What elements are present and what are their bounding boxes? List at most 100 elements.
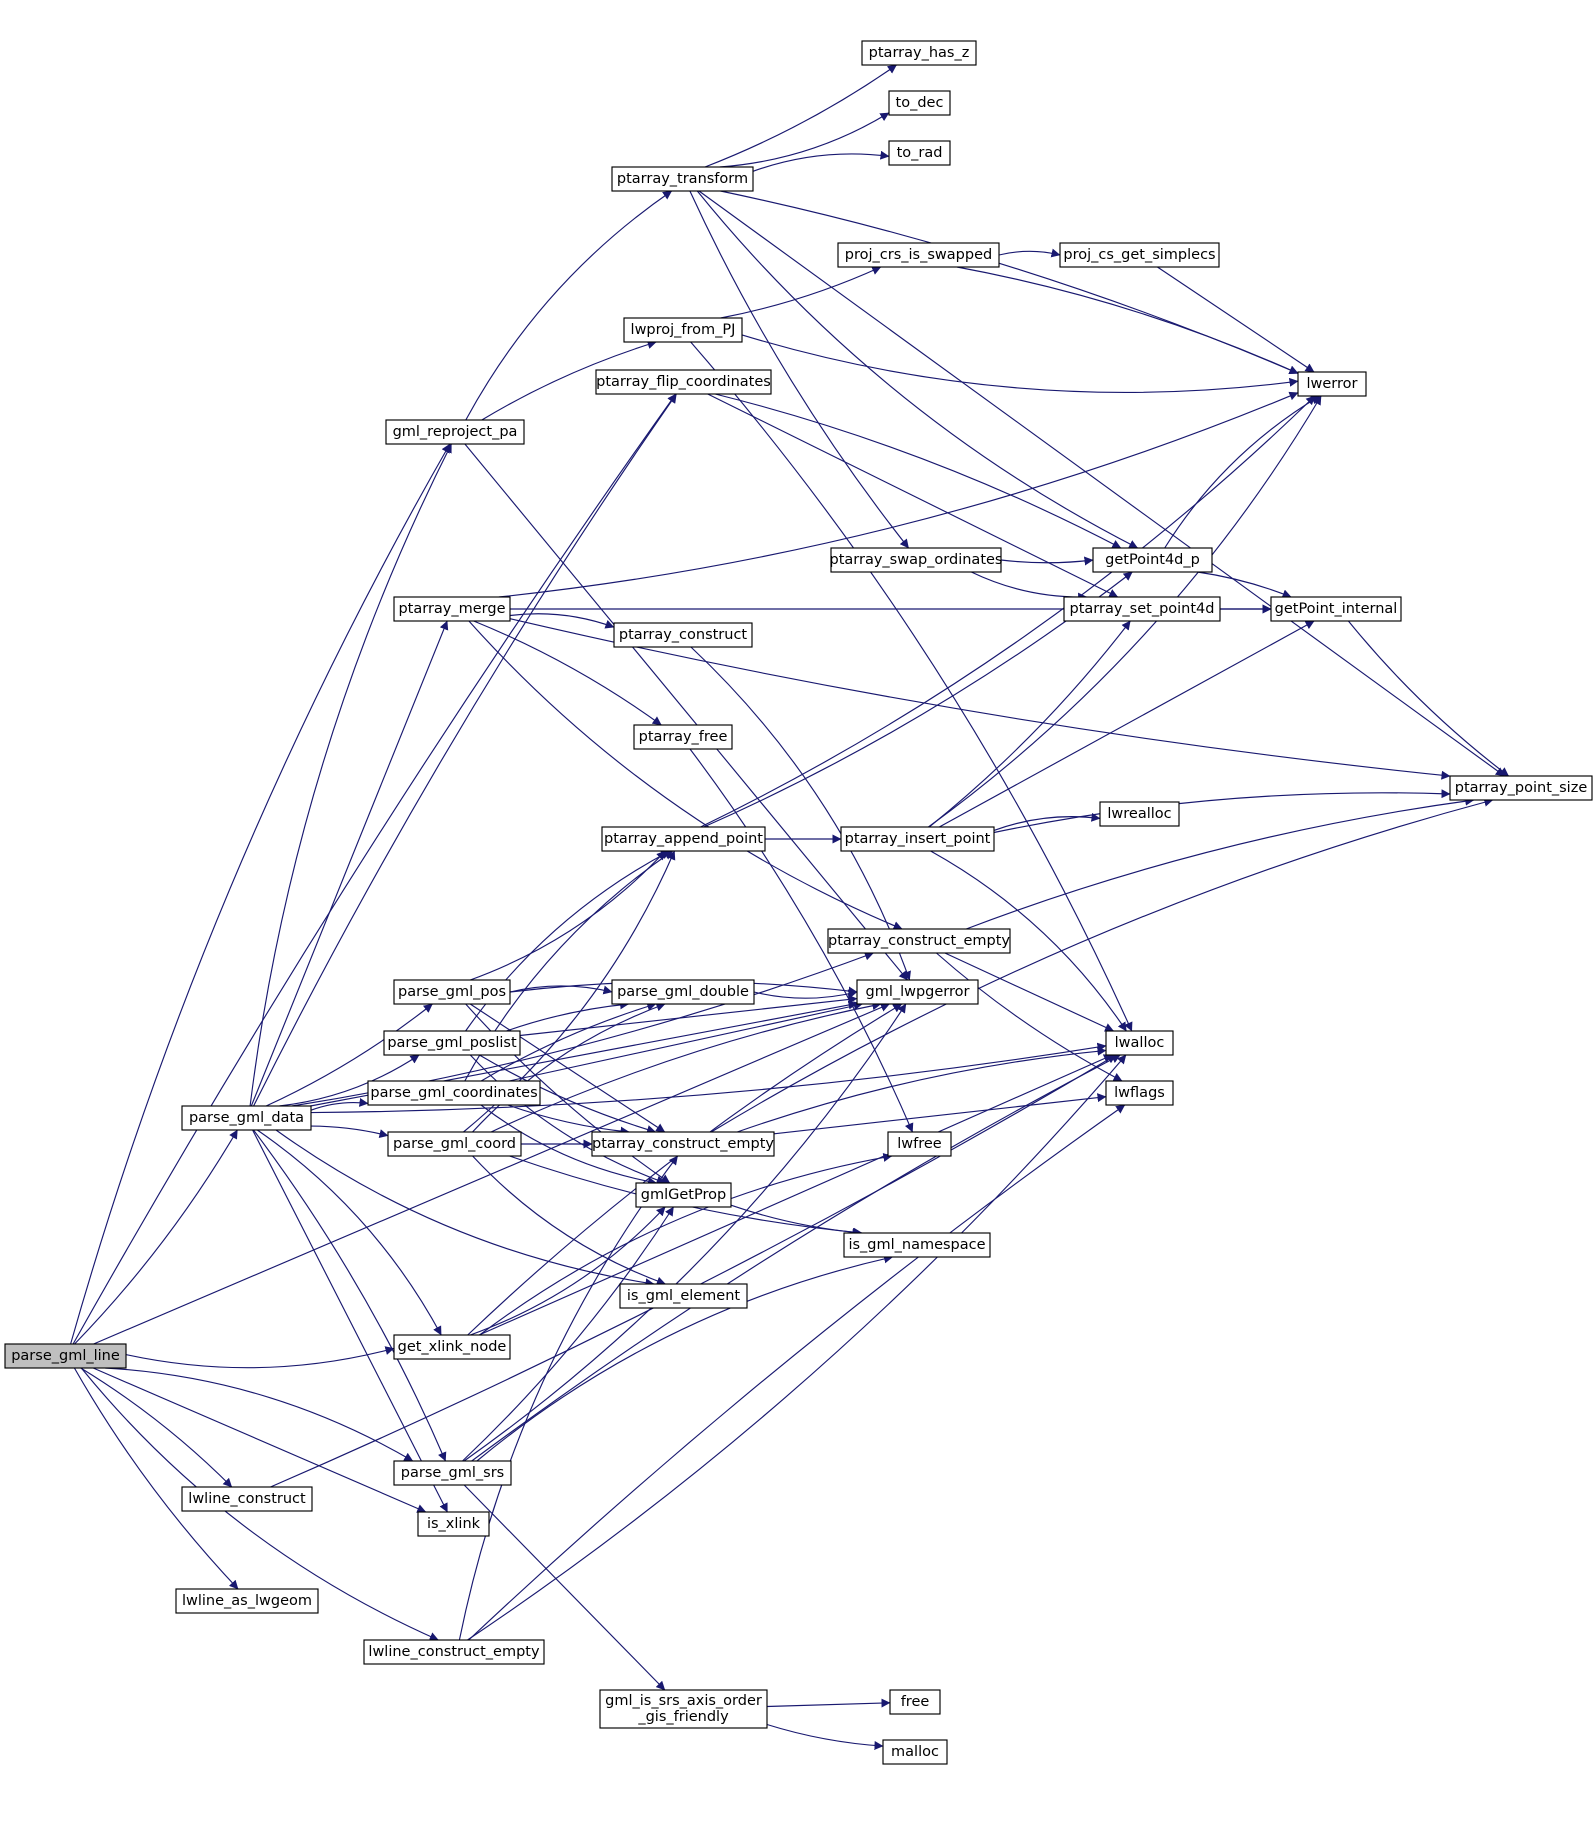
node-label: ptarray_point_size: [1455, 780, 1588, 796]
edge-parse-gml-line-to-lwline-construct: [80, 1367, 233, 1488]
node-label: to_dec: [896, 95, 944, 111]
node-box: [1063, 596, 1221, 622]
node-is-gml-element[interactable]: is_gml_element: [619, 1283, 748, 1309]
node-lwflags[interactable]: lwflags: [1105, 1080, 1174, 1106]
node-label: proj_cs_get_simplecs: [1063, 247, 1215, 263]
node-ptarray-has-z[interactable]: ptarray_has_z: [861, 40, 977, 66]
node-label: parse_gml_double: [617, 984, 749, 1000]
edge-gmlgetprop-to-is-gml-namespace: [730, 1204, 862, 1237]
node-parse-gml-pos[interactable]: parse_gml_pos: [393, 979, 511, 1005]
node-gml-reproject-pa[interactable]: gml_reproject_pa: [385, 419, 525, 445]
edge-parse-gml-coord-to-is-gml-element: [472, 1155, 666, 1286]
node-label: ptarray_merge: [398, 601, 505, 617]
node-proj-cs-get-simplecs[interactable]: proj_cs_get_simplecs: [1059, 242, 1220, 268]
node-to-dec[interactable]: to_dec: [888, 90, 951, 116]
node-ptarray-construct-empty-a[interactable]: ptarray_construct_empty: [827, 928, 1011, 954]
edge-ptarray-insert-point-to-ptarray-point-size: [993, 789, 1451, 834]
node-label: parse_gml_coord: [393, 1136, 516, 1152]
node-box: [1092, 547, 1213, 573]
node-box: [635, 1182, 732, 1208]
edge-ptarray-construct-empty-b-to-lwflags: [773, 1093, 1107, 1135]
node-lwproj-from-pj[interactable]: lwproj_from_PJ: [623, 317, 743, 343]
node-getpoint4d-p[interactable]: getPoint4d_p: [1092, 547, 1213, 573]
node-box: [393, 1460, 512, 1486]
node-box: [601, 826, 766, 852]
edge-parse-gml-data-to-parse-gml-coord: [310, 1125, 389, 1139]
node-get-xlink-node[interactable]: get_xlink_node: [393, 1334, 511, 1360]
node-label: lwline_as_lwgeom: [182, 1593, 312, 1609]
node-box: [1270, 596, 1402, 622]
node-box: [843, 1232, 991, 1258]
node-parse-gml-line[interactable]: parse_gml_line: [4, 1343, 127, 1369]
node-parse-gml-double[interactable]: parse_gml_double: [611, 979, 755, 1005]
node-box: [181, 1105, 312, 1131]
node-box: [837, 242, 1000, 268]
node-ptarray-append-point[interactable]: ptarray_append_point: [601, 826, 766, 852]
node-parse-gml-srs[interactable]: parse_gml_srs: [393, 1460, 512, 1486]
node-box: [591, 1131, 775, 1157]
edge-lwproj-from-pj-to-lwalloc: [690, 341, 1133, 1032]
node-ptarray-transform[interactable]: ptarray_transform: [611, 166, 754, 192]
node-free[interactable]: free: [889, 1689, 941, 1715]
edge-ptarray-construct-empty-a-to-ptarray-point-size: [965, 796, 1475, 930]
node-ptarray-flip-coordinates[interactable]: ptarray_flip_coordinates: [595, 369, 772, 395]
node-label: ptarray_construct: [619, 627, 748, 643]
node-malloc[interactable]: malloc: [882, 1739, 948, 1765]
node-label: to_rad: [897, 145, 943, 161]
node-box: [633, 724, 733, 750]
node-ptarray-point-size[interactable]: ptarray_point_size: [1449, 775, 1593, 801]
node-ptarray-insert-point[interactable]: ptarray_insert_point: [840, 826, 995, 852]
node-ptarray-construct[interactable]: ptarray_construct: [613, 622, 753, 648]
edge-getpoint4d-p-to-getpoint-internal: [1197, 571, 1292, 599]
node-ptarray-swap-ordinates[interactable]: ptarray_swap_ordinates: [830, 547, 1003, 573]
edge-ptarray-transform-to-lwerror: [720, 190, 1299, 375]
edge-parse-gml-srs-to-is-gml-namespace: [476, 1254, 894, 1462]
node-is-gml-namespace[interactable]: is_gml_namespace: [843, 1232, 991, 1258]
node-lwalloc[interactable]: lwalloc: [1105, 1030, 1174, 1056]
node-ptarray-construct-empty-b[interactable]: ptarray_construct_empty: [591, 1131, 775, 1157]
edge-parse-gml-line-to-parse-gml-srs: [105, 1367, 414, 1462]
node-gmlgetprop[interactable]: gmlGetProp: [635, 1182, 732, 1208]
node-parse-gml-poslist[interactable]: parse_gml_poslist: [383, 1030, 521, 1056]
edge-parse-gml-line-to-parse-gml-data: [74, 1129, 238, 1345]
edge-parse-gml-data-to-parse-gml-pos: [265, 1003, 433, 1107]
edge-parse-gml-line-to-lwline-as-lwgeom: [73, 1367, 239, 1590]
node-ptarray-merge[interactable]: ptarray_merge: [393, 596, 511, 622]
node-label: ptarray_transform: [617, 171, 748, 187]
node-label: ptarray_construct_empty: [828, 933, 1010, 949]
node-box: [623, 317, 743, 343]
node-box: [1105, 1080, 1174, 1106]
edge-proj-crs-is-swapped-to-proj-cs-get-simplecs: [998, 248, 1061, 258]
node-proj-crs-is-swapped[interactable]: proj_crs_is_swapped: [837, 242, 1000, 268]
node-ptarray-set-point4d[interactable]: ptarray_set_point4d: [1063, 596, 1221, 622]
edge-ptarray-merge-to-ptarray-free: [473, 620, 662, 726]
edge-parse-gml-double-to-gml-lwpgerror: [753, 989, 858, 999]
node-lwline-construct-empty[interactable]: lwline_construct_empty: [363, 1639, 545, 1665]
node-box: [611, 166, 754, 192]
node-lwfree[interactable]: lwfree: [887, 1131, 952, 1157]
node-lwline-as-lwgeom[interactable]: lwline_as_lwgeom: [175, 1588, 319, 1614]
edge-ptarray-flip-coordinates-to-getpoint4d-p: [714, 393, 1122, 549]
node-to-rad[interactable]: to_rad: [888, 140, 951, 166]
node-lwrealloc[interactable]: lwrealloc: [1099, 801, 1180, 827]
node-label: parse_gml_srs: [401, 1465, 504, 1481]
node-label: ptarray_swap_ordinates: [830, 552, 1003, 568]
edge-proj-crs-is-swapped-to-lwerror: [956, 266, 1299, 375]
node-getpoint-internal[interactable]: getPoint_internal: [1270, 596, 1402, 622]
node-parse-gml-data[interactable]: parse_gml_data: [181, 1105, 312, 1131]
node-parse-gml-coordinates[interactable]: parse_gml_coordinates: [367, 1080, 541, 1106]
node-is-xlink[interactable]: is_xlink: [417, 1511, 490, 1537]
node-gml-is-srs-axis-order-gis-friendly[interactable]: gml_is_srs_axis_order_gis_friendly: [599, 1689, 768, 1729]
node-label: ptarray_insert_point: [845, 831, 991, 847]
node-parse-gml-coord[interactable]: parse_gml_coord: [387, 1131, 522, 1157]
node-layer: parse_gml_line gml_reproject_pa ptarray_tr…: [4, 40, 1593, 1765]
node-lwerror[interactable]: lwerror: [1297, 371, 1367, 397]
edge-parse-gml-pos-to-gmlgetprop: [465, 1003, 671, 1184]
edge-gml-reproject-pa-to-ptarray-transform: [465, 190, 673, 421]
node-gml-lwpgerror[interactable]: gml_lwpgerror: [856, 979, 979, 1005]
node-label: lwrealloc: [1107, 806, 1171, 822]
edge-parse-gml-line-to-lwline-construct-empty: [80, 1367, 439, 1641]
node-ptarray-free[interactable]: ptarray_free: [633, 724, 733, 750]
node-lwline-construct[interactable]: lwline_construct: [181, 1486, 313, 1512]
